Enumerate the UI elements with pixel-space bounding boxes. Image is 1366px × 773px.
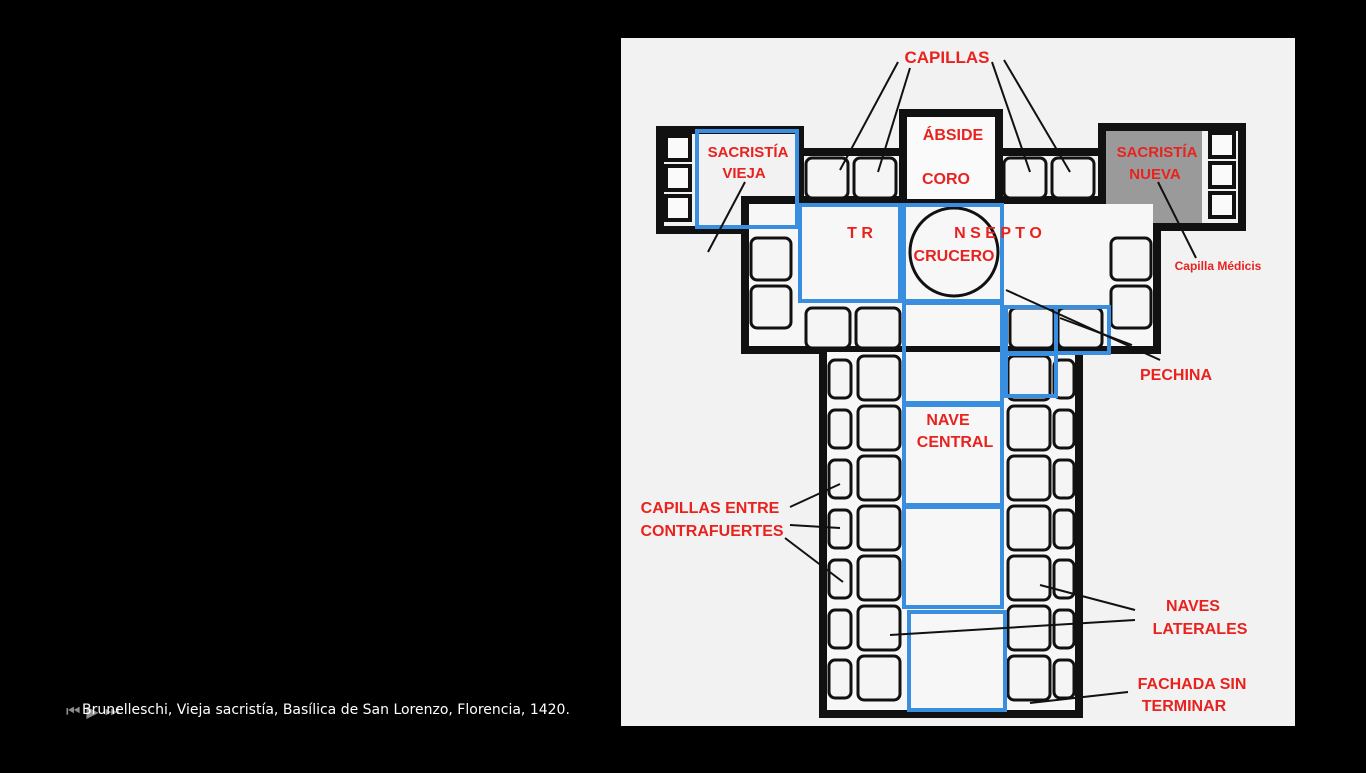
label-nave-central-1: NAVE (926, 412, 970, 429)
bay-cell (1006, 354, 1052, 402)
label-transepto-2: N S E P T O (954, 225, 1042, 242)
bay-cell (1052, 558, 1076, 600)
label-sacristia-nueva-2: NUEVA (1129, 166, 1181, 183)
play-icon[interactable]: ▶ (86, 701, 99, 721)
plan-labels: CAPILLAS ÁBSIDE CORO SACRISTÍA VIEJA SAC… (640, 48, 1261, 715)
bay-cell (827, 358, 853, 400)
bay-cell (749, 236, 793, 282)
bay-cell (827, 458, 853, 500)
label-abside: ÁBSIDE (923, 125, 984, 144)
bay-cell (856, 454, 902, 502)
label-capilla-medicis: Capilla Médicis (1175, 259, 1262, 273)
bay-cell (856, 604, 902, 652)
bay-cell (827, 408, 853, 450)
bay-cells (749, 156, 1153, 702)
label-coro: CORO (922, 171, 970, 188)
label-pechina: PECHINA (1140, 367, 1212, 384)
bay-cell (1002, 156, 1048, 200)
bay-cell (1006, 554, 1052, 602)
bay-cell (1050, 156, 1096, 200)
bay-cell (1052, 608, 1076, 650)
label-sacristia-vieja-1: SACRISTÍA (708, 144, 789, 161)
bay-cell (856, 504, 902, 552)
label-fachada-1: FACHADA SIN (1138, 676, 1247, 693)
bay-cell (1008, 306, 1056, 350)
label-capillas: CAPILLAS (905, 48, 990, 67)
leader-lines (707, 59, 1197, 704)
forward-icon[interactable]: ⏭ (104, 701, 120, 720)
bay-cell (1052, 658, 1076, 700)
label-sacristia-vieja-2: VIEJA (722, 165, 766, 182)
bay-cell (1056, 306, 1104, 350)
apse-fill (907, 117, 995, 199)
crossing-dome (908, 206, 1000, 298)
bay-cell (1052, 458, 1076, 500)
bay-cell (1109, 284, 1153, 330)
bay-cell (856, 554, 902, 602)
slide-caption: Brunelleschi, Vieja sacristía, Basílica … (82, 702, 570, 718)
side-cells (664, 131, 1236, 222)
label-capillas-entre-2: CONTRAFUERTES (640, 523, 783, 540)
label-crucero: CRUCERO (914, 248, 995, 265)
bay-cell (804, 156, 850, 200)
bay-cell (827, 608, 853, 650)
plan-walls (656, 109, 1246, 718)
player-controls[interactable]: ⏮ ▶ ⏭ (66, 700, 196, 722)
bay-cell (856, 354, 902, 402)
bay-cell (1109, 236, 1153, 282)
bay-cell (1052, 408, 1076, 450)
bay-cell (856, 404, 902, 452)
bay-cell (1006, 454, 1052, 502)
bay-cell (856, 654, 902, 702)
bay-cell (1052, 508, 1076, 550)
label-fachada-2: TERMINAR (1142, 698, 1227, 715)
label-naves-laterales-1: NAVES (1166, 598, 1220, 615)
rewind-icon[interactable]: ⏮ (66, 701, 81, 720)
bay-cell (749, 284, 793, 330)
bay-cell (1006, 404, 1052, 452)
bay-cell (1006, 504, 1052, 552)
bay-cell (1006, 654, 1052, 702)
label-nave-central-2: CENTRAL (917, 434, 994, 451)
bay-cell (852, 156, 898, 200)
label-capillas-entre-1: CAPILLAS ENTRE (641, 500, 780, 517)
label-sacristia-nueva-1: SACRISTÍA (1117, 144, 1198, 161)
bay-cell (804, 306, 852, 350)
bay-cell (854, 306, 902, 350)
bay-cell (827, 658, 853, 700)
bay-cell (827, 508, 853, 550)
module-squares (695, 129, 1111, 712)
label-transepto-1: T R (847, 225, 873, 242)
label-naves-laterales-2: LATERALES (1153, 621, 1248, 638)
